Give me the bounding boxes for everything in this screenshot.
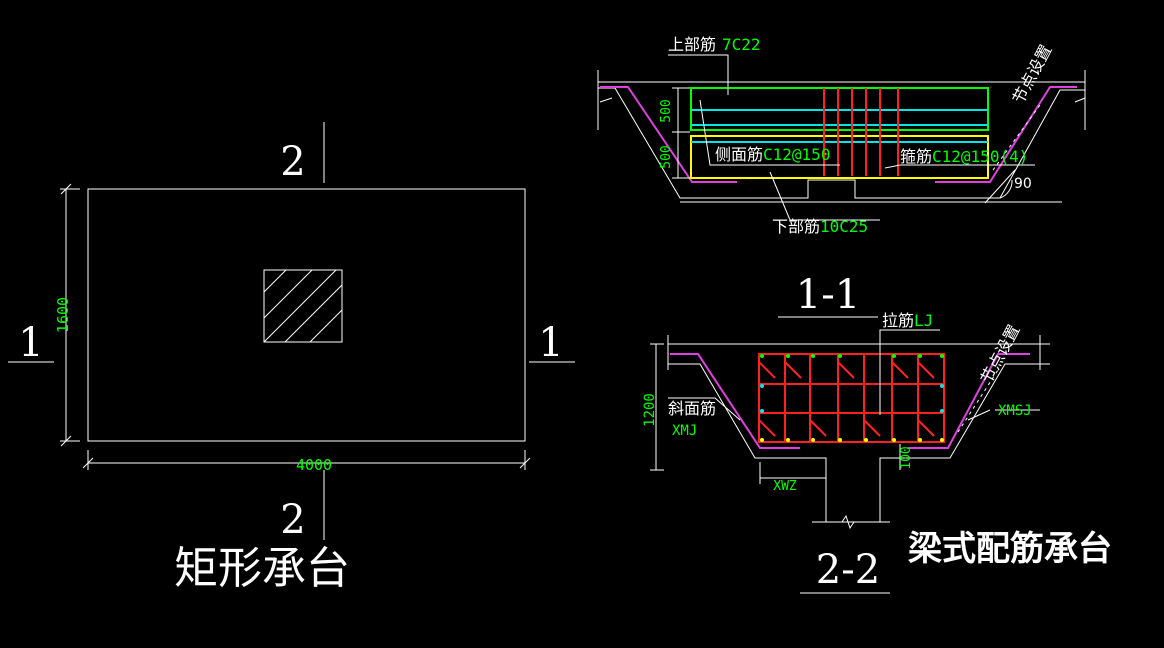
section22-outline (667, 335, 1050, 530)
node-label-1: 节点设置 (1009, 41, 1056, 106)
dim-height: 1200 (642, 393, 658, 427)
rebar-dots-cyan (760, 384, 944, 413)
dim-upper: 500 (659, 99, 674, 122)
slope-bar-left (600, 86, 737, 183)
tie-value: LJ (914, 311, 933, 330)
tie-label: 拉筋 (882, 311, 914, 330)
section-2-bottom-label: 2 (280, 497, 305, 543)
section-1-left-label: 1 (18, 320, 43, 366)
slope-bar-2-right (908, 353, 1030, 449)
rebar-dots-yellow (760, 438, 944, 442)
slope-guide-2 (957, 369, 999, 433)
cap-outline (87, 188, 526, 442)
side-bar-annotation: 侧面筋C12@150 (715, 145, 830, 164)
dim-100: 100 (899, 446, 914, 469)
stirrup-annotation: 箍筋C12@150(4) (900, 147, 1028, 166)
caption: 梁式配筋承台 (908, 529, 1112, 569)
side-bar-value: C12@150 (763, 145, 830, 164)
slope-bar-2-left (670, 353, 800, 449)
section11-dims (672, 87, 690, 179)
stirrup-legs (823, 88, 899, 176)
pile-hatch (263, 269, 343, 343)
bottom-bar-label: 下部筋 (772, 217, 820, 236)
section11-leaders (668, 54, 1035, 221)
section22-dims (650, 343, 901, 484)
section22-leaders (668, 329, 1040, 421)
dim-width: 1600 (54, 297, 72, 333)
angle-90: 90 (1014, 176, 1032, 192)
slope-bar-label: 斜面筋 (668, 399, 716, 418)
tie-annotation: 拉筋LJ (882, 311, 933, 330)
xmsj-label: XMSJ (998, 403, 1032, 419)
rebar-dots-green (760, 354, 944, 358)
top-bar-label: 上部筋 (668, 35, 716, 54)
stirrup-value: C12@150(4) (932, 147, 1028, 166)
section-1-right-label: 1 (538, 320, 563, 366)
section-2-top-label: 2 (280, 139, 305, 185)
section22-title: 2-2 (816, 547, 880, 593)
pile-hatch-lines (263, 269, 343, 343)
bottom-bar-annotation: 下部筋10C25 (772, 217, 868, 236)
rebar-cage (758, 353, 945, 443)
slope-bar-right (935, 86, 1077, 183)
bottom-stirrup (690, 135, 989, 179)
dim-lower: 500 (659, 145, 674, 168)
side-bar-label: 侧面筋 (715, 145, 763, 164)
section11-title: 1-1 (796, 272, 860, 318)
top-bar-value: 7C22 (722, 35, 761, 54)
xwz-label: XWZ (773, 479, 797, 494)
section11-outline (597, 70, 1086, 204)
bottom-bar-value: 10C25 (820, 217, 868, 236)
plan-title: 矩形承台 (174, 543, 350, 594)
plan-view: 2 2 1 1 4000 1600 矩形承台 (8, 122, 575, 594)
dim-length: 4000 (296, 456, 332, 474)
stirrup-label: 箍筋 (900, 147, 932, 166)
plan-dimension-lines (60, 183, 531, 470)
top-bar-annotation: 上部筋 7C22 (668, 35, 761, 54)
xmj-label: XMJ (672, 423, 697, 439)
